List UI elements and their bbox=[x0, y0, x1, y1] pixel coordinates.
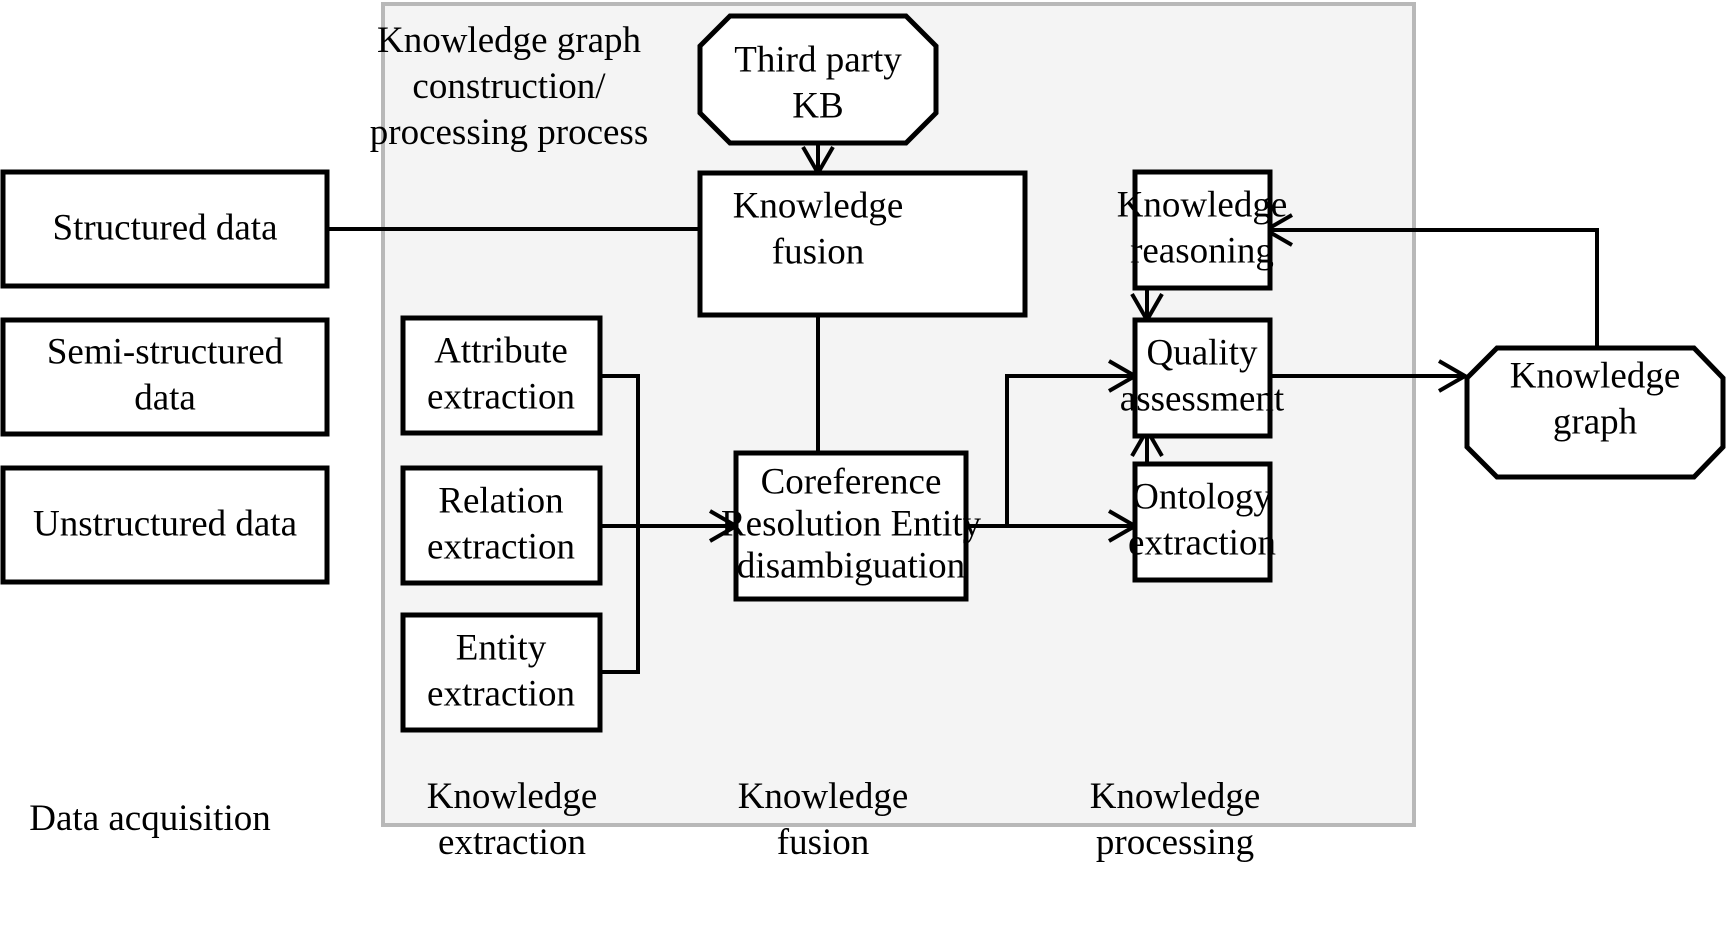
node-ontology-extraction-label-line-1: Ontology bbox=[1132, 476, 1272, 517]
node-knowledge-graph-label-line-1: Knowledge bbox=[1510, 355, 1681, 396]
node-structured-data-label-line-1: Structured data bbox=[53, 207, 278, 248]
node-quality-assessment-label-line-2: assessment bbox=[1120, 378, 1285, 419]
node-semi-structured-data-label-line-2: data bbox=[134, 377, 196, 418]
node-ontology-extraction[interactable]: Ontology extraction bbox=[1128, 461, 1276, 583]
node-coreference-label-line-2: Resolution Entity bbox=[721, 503, 982, 544]
node-unstructured-data[interactable]: Unstructured data bbox=[0, 465, 330, 585]
node-knowledge-reasoning-label-line-1: Knowledge bbox=[1117, 184, 1288, 225]
node-coreference-resolution[interactable]: Coreference Resolution Entity disambigua… bbox=[721, 450, 982, 602]
node-structured-data[interactable]: Structured data bbox=[0, 169, 330, 289]
stage-label-knowledge-extraction-line-1: Knowledge bbox=[427, 776, 598, 817]
node-attribute-extraction-label-line-2: extraction bbox=[427, 376, 575, 417]
edge-coreference-to-quality-assessment bbox=[1005, 374, 1132, 526]
node-knowledge-reasoning[interactable]: Knowledge reasoning bbox=[1117, 169, 1288, 291]
panel-title-line-1: Knowledge graph bbox=[377, 20, 642, 61]
stage-label-knowledge-processing-line-2: processing bbox=[1096, 822, 1254, 863]
node-relation-extraction-label-line-1: Relation bbox=[438, 480, 563, 521]
stage-label-data-acquisition-line-1: Data acquisition bbox=[29, 798, 270, 839]
node-quality-assessment[interactable]: Quality assessment bbox=[1120, 317, 1285, 439]
node-coreference-label-line-1: Coreference bbox=[761, 461, 942, 502]
node-third-party-kb-label-line-1: Third party bbox=[734, 39, 902, 80]
node-unstructured-data-label-line-1: Unstructured data bbox=[33, 503, 297, 544]
node-semi-structured-data-label-line-1: Semi-structured bbox=[47, 331, 284, 372]
stage-label-knowledge-extraction-line-2: extraction bbox=[438, 822, 586, 863]
arrowhead-quality-assessment-to-knowledge-graph bbox=[1438, 359, 1470, 393]
node-ontology-extraction-label-line-2: extraction bbox=[1128, 522, 1276, 563]
node-knowledge-graph[interactable]: Knowledge graph bbox=[1464, 345, 1726, 480]
node-quality-assessment-label-line-1: Quality bbox=[1147, 332, 1258, 373]
node-third-party-kb-label-line-2: KB bbox=[792, 85, 843, 126]
panel-title-line-3: processing process bbox=[370, 112, 648, 153]
node-knowledge-graph-label-line-2: graph bbox=[1553, 401, 1638, 442]
node-knowledge-fusion-label-line-2: fusion bbox=[772, 231, 865, 272]
panel-title-line-2: construction/ bbox=[412, 66, 606, 107]
node-entity-extraction[interactable]: Entity extraction bbox=[400, 612, 603, 733]
node-semi-structured-data[interactable]: Semi-structured data bbox=[0, 317, 330, 437]
node-third-party-kb[interactable]: Third party KB bbox=[697, 13, 939, 146]
node-entity-extraction-label-line-2: extraction bbox=[427, 673, 575, 714]
node-attribute-extraction-label-line-1: Attribute bbox=[434, 330, 568, 371]
edge-knowledge-graph-to-knowledge-reasoning bbox=[1272, 228, 1599, 348]
edge-entity-extraction-to-trunk bbox=[600, 526, 640, 674]
stage-label-knowledge-fusion-line-2: fusion bbox=[777, 822, 870, 863]
node-knowledge-fusion-label-line-1: Knowledge bbox=[733, 185, 904, 226]
edge-attribute-extraction-to-trunk bbox=[600, 374, 640, 526]
stage-label-knowledge-processing-line-1: Knowledge bbox=[1090, 776, 1261, 817]
node-knowledge-fusion[interactable]: Knowledge fusion bbox=[697, 170, 1028, 318]
node-relation-extraction[interactable]: Relation extraction bbox=[400, 465, 603, 586]
node-relation-extraction-label-line-2: extraction bbox=[427, 526, 575, 567]
node-coreference-label-line-3: disambiguation bbox=[737, 545, 965, 586]
stage-label-knowledge-fusion-line-1: Knowledge bbox=[738, 776, 909, 817]
node-entity-extraction-label-line-1: Entity bbox=[456, 627, 547, 668]
node-knowledge-reasoning-label-line-2: reasoning bbox=[1130, 230, 1274, 271]
node-attribute-extraction[interactable]: Attribute extraction bbox=[400, 315, 603, 436]
